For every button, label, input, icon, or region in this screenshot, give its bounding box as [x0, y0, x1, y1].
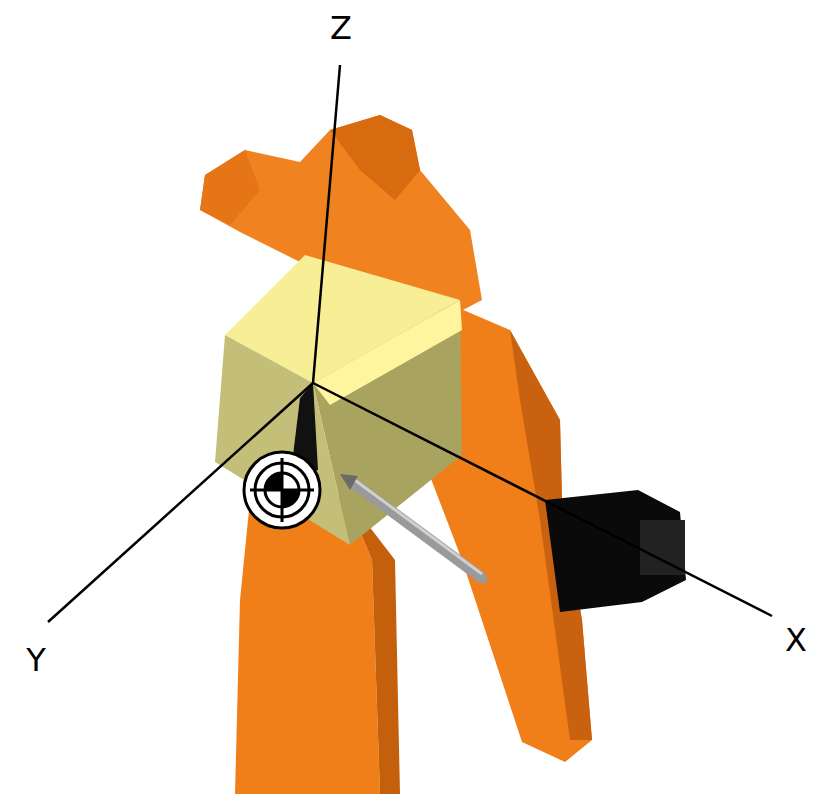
probe [352, 478, 482, 574]
robot-arm-shade [200, 150, 260, 225]
robot-arm-shade [330, 115, 420, 200]
tool-flange [545, 490, 686, 612]
probe-tip [340, 474, 358, 490]
z-axis [313, 65, 340, 383]
probe [352, 482, 482, 578]
tcp-target [244, 452, 320, 528]
axis-label: Z [330, 12, 352, 44]
tool-flange [640, 520, 685, 575]
robot-base [235, 495, 380, 794]
x-axis [313, 383, 772, 616]
cube-face [215, 335, 350, 545]
axis-label: Y [26, 644, 46, 676]
axis-label: X [785, 624, 807, 656]
cube-face [313, 300, 462, 405]
